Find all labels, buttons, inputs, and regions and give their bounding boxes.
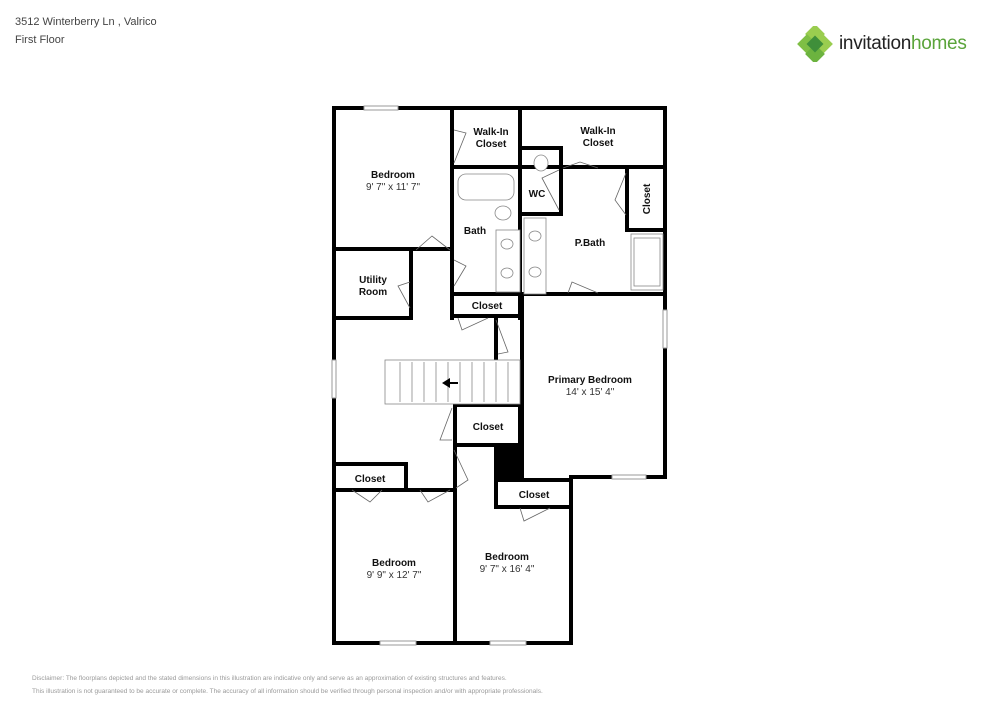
toilet-icon [533,154,549,172]
room-dims-primary-bedroom: 14' x 15' 4" [566,387,615,398]
sink-icon [500,267,514,279]
room-label-closet-pbath: Closet [642,183,653,214]
sink-icon [528,266,542,278]
logo-word-homes: homes [911,33,967,54]
toilet-icon [494,205,512,221]
structural-column [496,447,521,478]
room-label-closet-hall-mid: Closet [473,422,504,433]
room-label-pbath: P.Bath [575,238,605,249]
room-label-utility-a: Utility [359,275,387,286]
room-label-wc: WC [529,189,546,200]
room-label-walkin-2-b: Closet [583,138,614,149]
fixtures [457,154,664,295]
room-label-bedroom-sw: Bedroom [372,558,416,569]
sink-icon [528,230,542,242]
property-address: 3512 Winterberry Ln , Valrico [15,16,157,28]
room-label-closet-hall-top: Closet [472,301,503,312]
disclaimer-line-1: Disclaimer: The floorplans depicted and … [32,675,507,682]
room-dims-bedroom-s: 9' 7" x 16' 4" [480,564,535,575]
room-label-closet-s: Closet [519,490,550,501]
room-label-utility-b: Room [359,287,387,298]
windows [331,105,668,646]
logo-wordmark: invitationhomes [839,33,967,55]
sink-icon [500,238,514,250]
doors [351,129,627,522]
room-label-closet-sw: Closet [355,474,386,485]
bathtub-icon [457,173,515,201]
floor-label: First Floor [15,34,65,46]
arrow-left-icon [442,378,458,388]
room-dims-bedroom-nw: 9' 7" x 11' 7" [366,182,421,193]
room-label-bath: Bath [464,226,486,237]
room-label-walkin-2-a: Walk-In [580,126,615,137]
room-label-walkin-1-b: Closet [476,139,507,150]
room-label-walkin-1-a: Walk-In [473,127,508,138]
invitation-homes-logo: invitationhomes [797,26,967,62]
logo-diamond-icon [797,26,833,62]
room-label-bedroom-s: Bedroom [485,552,529,563]
vanity [523,217,547,295]
logo-word-invitation: invitation [839,33,911,54]
room-label-primary-bedroom: Primary Bedroom [548,375,632,386]
room-dims-bedroom-sw: 9' 9" x 12' 7" [367,570,422,581]
disclaimer-line-2: This illustration is not guaranteed to b… [32,688,543,695]
room-label-bedroom-nw: Bedroom [371,170,415,181]
